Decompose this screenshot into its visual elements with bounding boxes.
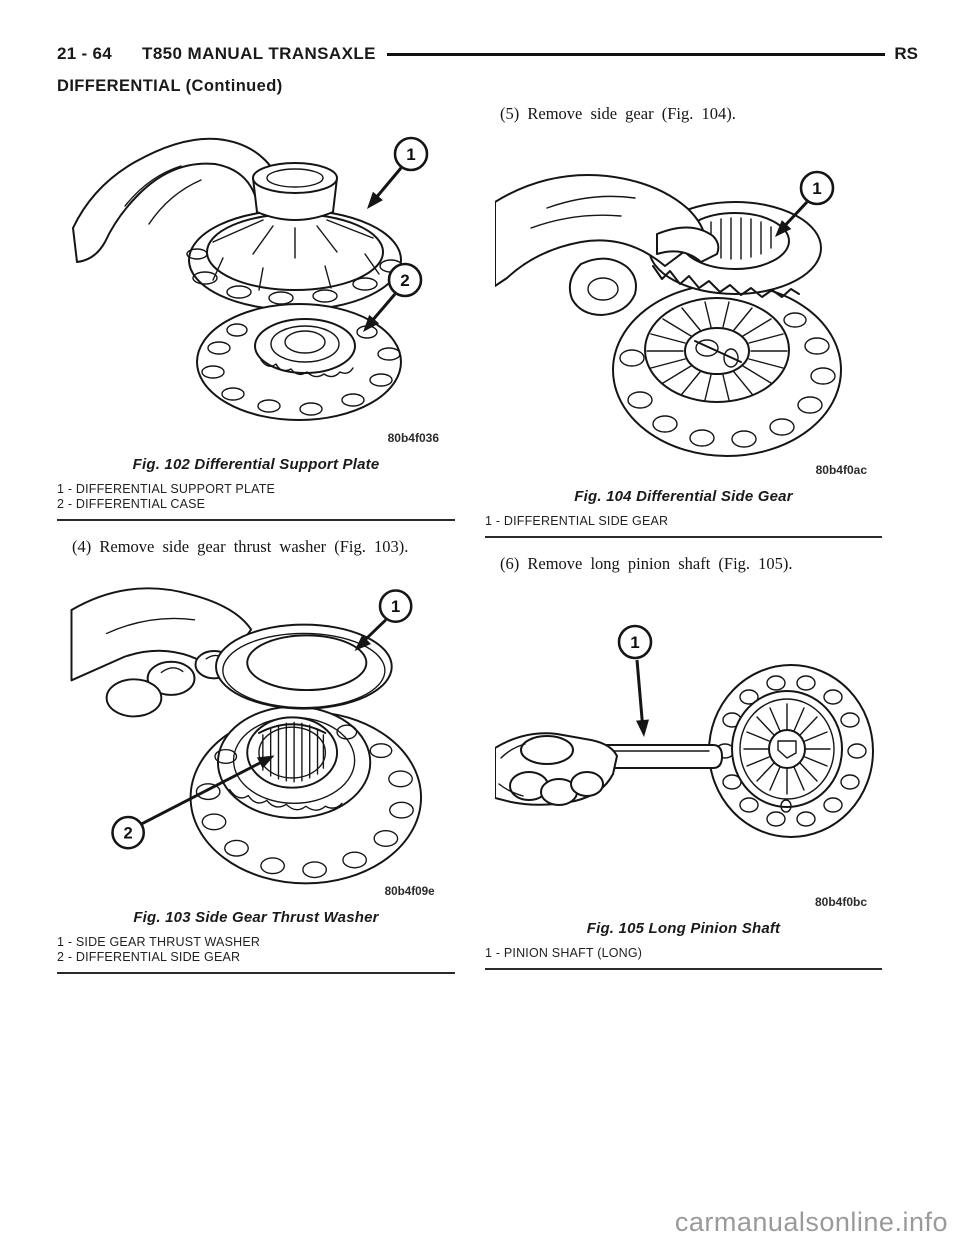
page-number: 21 - 64	[57, 44, 113, 63]
thrust-washer-drawing	[215, 623, 393, 710]
image-code: 80b4f036	[388, 431, 440, 445]
legend-item: 2 - DIFFERENTIAL CASE	[57, 497, 206, 511]
figure-102-illustration: 1 2 80b4f036	[72, 136, 440, 445]
section-heading: DIFFERENTIAL (Continued)	[57, 77, 283, 95]
figure-105-illustration: 1 80b4f0bc	[495, 624, 874, 909]
edition-code: RS	[894, 44, 918, 63]
figure-caption: Fig. 103 Side Gear Thrust Washer	[133, 909, 379, 926]
svg-text:1: 1	[812, 179, 821, 198]
figure-caption: Fig. 104 Differential Side Gear	[574, 488, 793, 505]
svg-text:2: 2	[400, 271, 409, 290]
figure-divider	[485, 536, 882, 538]
header-rule	[386, 52, 886, 56]
hand-icon	[495, 174, 720, 316]
figure-legend: 1 - SIDE GEAR THRUST WASHER 2 - DIFFEREN…	[57, 935, 455, 965]
figure-legend: 1 - DIFFERENTIAL SIDE GEAR	[485, 514, 882, 529]
page-header: 21 - 64 T850 MANUAL TRANSAXLE RS	[57, 44, 918, 64]
figure-104-illustration: 1 80b4f0ac	[495, 170, 868, 477]
figure-divider	[57, 972, 455, 974]
figure-legend: 1 - PINION SHAFT (LONG)	[485, 946, 882, 961]
svg-text:1: 1	[630, 633, 639, 652]
callout-2: 2	[363, 262, 423, 332]
svg-text:1: 1	[391, 597, 400, 616]
chapter-title: T850 MANUAL TRANSAXLE	[142, 44, 376, 63]
figure-divider	[57, 519, 455, 521]
figure-divider	[485, 968, 882, 970]
left-column: 1 2 80b4f036 Fig. 102 Differential Suppo…	[57, 108, 455, 974]
figure-104: 1 80b4f0ac Fig. 104 Differential Side Ge…	[485, 136, 882, 538]
legend-item: 1 - PINION SHAFT (LONG)	[485, 946, 643, 960]
procedure-step-4: (4) Remove side gear thrust washer (Fig.…	[72, 537, 409, 556]
support-plate-drawing	[186, 162, 403, 311]
figure-103: 1 2 80b4f09e Fig. 103 Side Gear Thrust W…	[57, 569, 455, 974]
callout-2: 2	[111, 755, 275, 850]
hand-icon	[70, 587, 253, 718]
differential-case-drawing	[612, 283, 842, 457]
callout-1: 1	[367, 136, 429, 209]
callout-1: 1	[354, 589, 413, 652]
hand-icon	[495, 732, 618, 806]
image-code: 80b4f09e	[385, 885, 436, 898]
procedure-step-5: (5) Remove side gear (Fig. 104).	[500, 104, 736, 123]
figure-102: 1 2 80b4f036 Fig. 102 Differential Suppo…	[57, 108, 455, 521]
svg-text:2: 2	[124, 823, 133, 842]
image-code: 80b4f0bc	[815, 895, 867, 909]
procedure-step-6: (6) Remove long pinion shaft (Fig. 105).	[500, 554, 793, 573]
legend-item: 1 - DIFFERENTIAL SIDE GEAR	[485, 514, 669, 528]
differential-case-drawing	[196, 303, 402, 421]
legend-item: 2 - DIFFERENTIAL SIDE GEAR	[57, 950, 241, 964]
figure-103-illustration: 1 2 80b4f09e	[70, 587, 436, 898]
svg-text:1: 1	[406, 145, 415, 164]
figure-105: 1 80b4f0bc Fig. 105 Long Pinion Shaft 1 …	[485, 598, 882, 970]
image-code: 80b4f0ac	[816, 463, 868, 477]
figure-legend: 1 - DIFFERENTIAL SUPPORT PLATE 2 - DIFFE…	[57, 482, 455, 512]
legend-item: 1 - SIDE GEAR THRUST WASHER	[57, 935, 261, 949]
right-column: (5) Remove side gear (Fig. 104).	[485, 104, 882, 970]
differential-case-drawing	[708, 664, 874, 838]
callout-1: 1	[775, 170, 835, 237]
figure-caption: Fig. 105 Long Pinion Shaft	[586, 920, 781, 937]
differential-case-drawing	[189, 705, 422, 885]
legend-item: 1 - DIFFERENTIAL SUPPORT PLATE	[57, 482, 276, 496]
watermark: carmanualsonline.info	[674, 1207, 948, 1237]
figure-caption: Fig. 102 Differential Support Plate	[132, 456, 380, 473]
callout-1: 1	[617, 624, 653, 737]
